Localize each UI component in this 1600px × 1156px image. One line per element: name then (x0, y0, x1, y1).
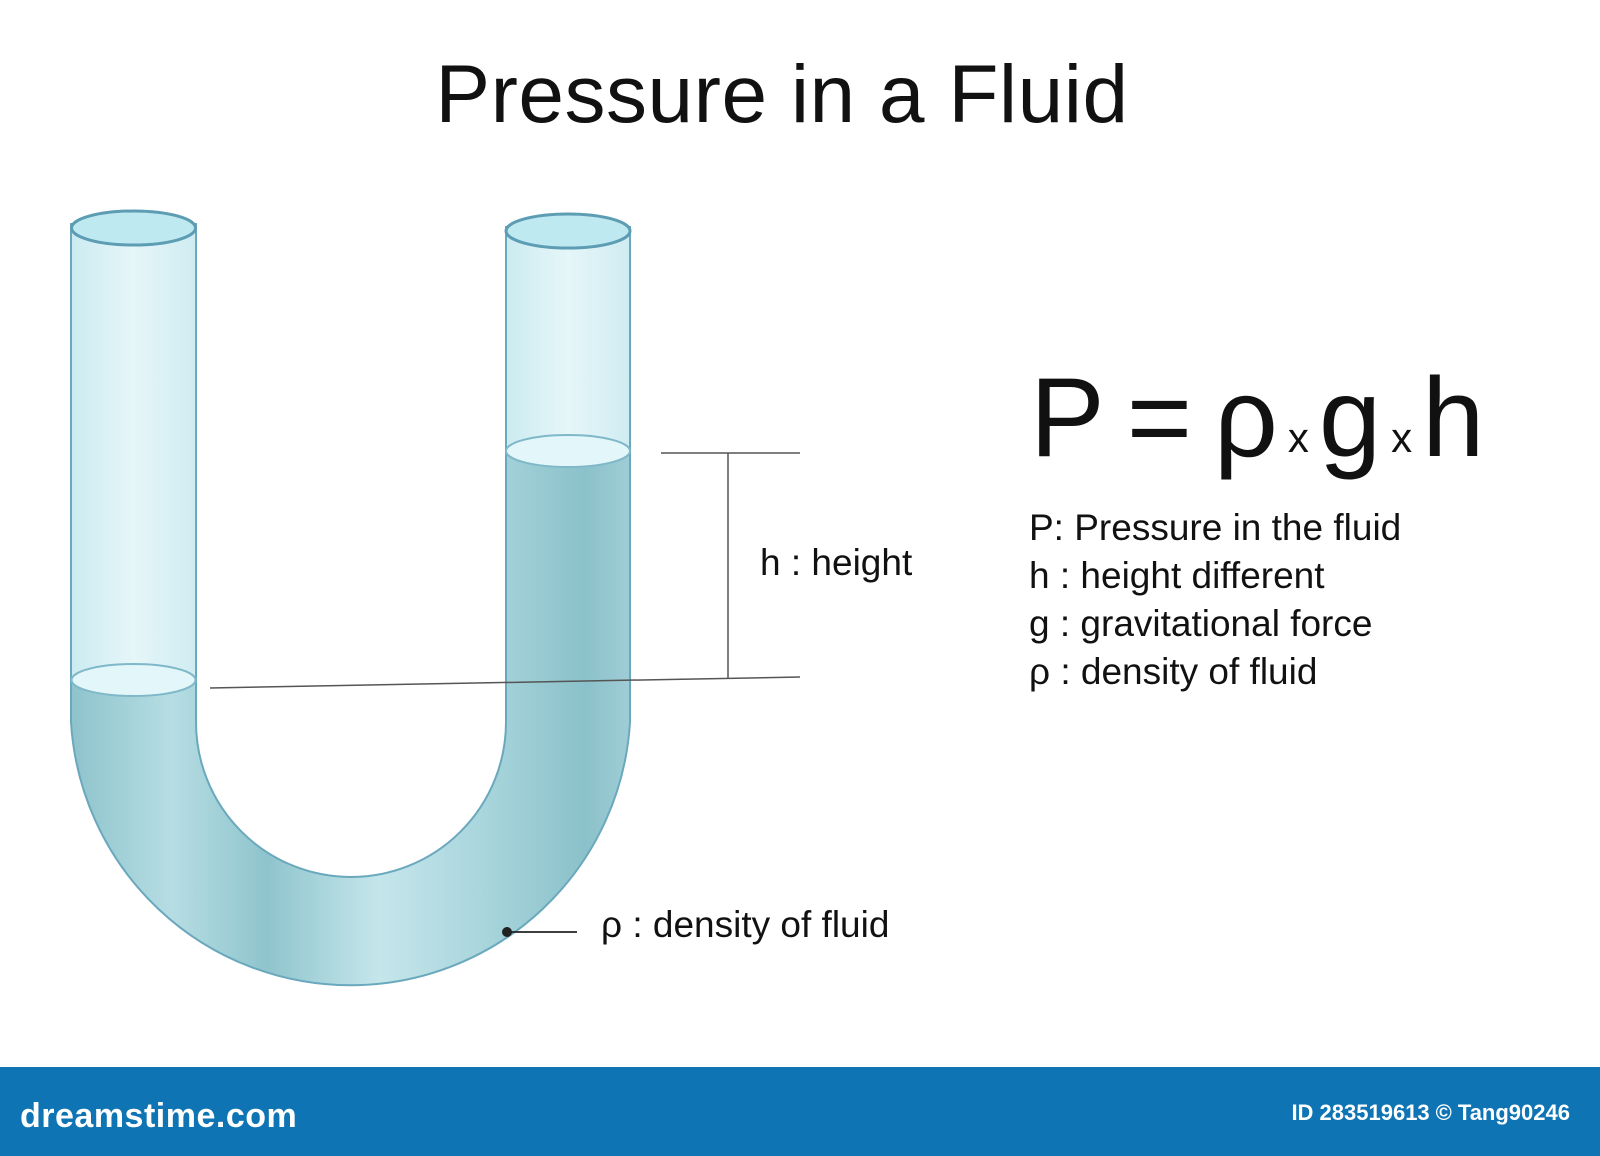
image-id-label: ID 283519613 (1291, 1100, 1430, 1125)
fluid-body (70, 452, 631, 987)
formula-times-2: x (1391, 413, 1413, 461)
formula-rho-symbol: ρ (1214, 355, 1278, 480)
formula-g-symbol: g (1318, 355, 1382, 480)
left-fluid-surface (70, 663, 197, 697)
legend-item-density: ρ : density of fluid (1029, 651, 1318, 692)
brand-logo: dreamstime.com (20, 1097, 298, 1135)
formula-equals: = (1126, 355, 1193, 480)
diagram-title: Pressure in a Fluid (435, 49, 1129, 140)
legend-item-gravity: g : gravitational force (1029, 603, 1373, 644)
height-label: h : height (760, 542, 913, 583)
left-tube-glass (70, 223, 197, 683)
right-tube-opening (504, 212, 632, 250)
formula-legend: P: Pressure in the fluid h : height diff… (1029, 504, 1401, 696)
image-credit: ID 283519613©Tang90246 (1291, 1100, 1570, 1126)
author-name: Tang90246 (1457, 1100, 1570, 1125)
footer-bar: dreamstime.com ID 283519613©Tang90246 (0, 1067, 1600, 1156)
right-tube-glass (505, 226, 631, 454)
u-tube-diagram (70, 209, 801, 987)
left-tube-opening (70, 209, 197, 247)
density-label: ρ : density of fluid (601, 904, 890, 945)
legend-item-height: h : height different (1029, 555, 1325, 596)
formula-h-symbol: h (1422, 355, 1485, 480)
copyright-icon: © (1435, 1100, 1452, 1125)
formula-times-1: x (1287, 413, 1309, 461)
legend-item-pressure: P: Pressure in the fluid (1029, 507, 1402, 548)
formula-pressure-symbol: P (1030, 355, 1105, 480)
bottom-level-line (209, 676, 801, 689)
right-fluid-surface (505, 434, 631, 468)
